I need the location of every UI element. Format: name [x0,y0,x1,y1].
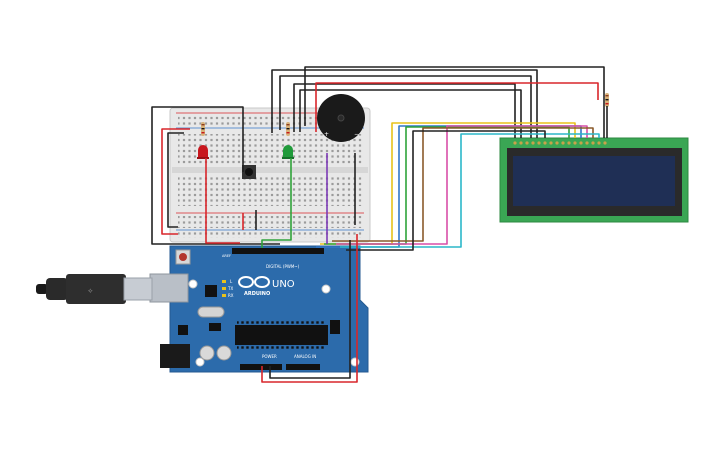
arduino-logo [238,276,270,288]
analog-in-label: ANALOG IN [294,354,316,359]
red-led [197,145,209,159]
wire-black-5 [299,89,522,138]
arduino-uno: L TX RX ARDUINO UNO DIGITAL (PWM~) AREF … [149,245,369,373]
power-jack [160,344,190,368]
wire-green-led [261,158,292,248]
wire-black-lcd [346,130,546,251]
wire-red-left [161,128,190,235]
wire-black-left2 [167,132,184,228]
breadboard [169,107,371,243]
resistor-2 [286,122,290,136]
lcd-module [499,137,689,223]
power-label: POWER [262,354,277,359]
wire-red-5v [261,234,358,383]
atmega-chip [235,325,328,345]
usb-cable: ⟡ [36,274,153,304]
l-label: L [230,279,233,284]
wire-black-left [151,106,280,245]
buzzer-plus-label: + [324,131,329,138]
digital-pwm-label: DIGITAL (PWM~) [266,264,300,269]
tx-label: TX [227,286,233,291]
lcd-screen [513,156,675,206]
green-led [282,145,294,159]
uno-model-text: UNO [272,279,295,290]
piezo-buzzer: + − [317,94,365,142]
wire-red-top [315,82,599,132]
wire-black-4 [293,83,516,138]
wire-red-led [205,158,240,244]
arduino-logo-text: ARDUINO [244,291,270,297]
wires [151,66,608,383]
aref-label: AREF [222,254,231,258]
buzzer-minus-label: − [354,131,359,138]
wire-pink [336,125,588,245]
wire-black-1 [271,69,538,138]
svg-text:⟡: ⟡ [88,287,93,295]
usb-port [149,273,189,303]
resistor-3 [605,93,609,107]
reset-button [179,253,187,261]
wire-cyan [340,133,600,248]
wire-black-3 [279,75,532,138]
wire-black-2 [304,66,605,138]
pushbutton [242,165,256,179]
wire-brown [332,127,594,242]
resistor-1 [201,122,205,136]
rx-label: RX [228,293,234,298]
lcd-pin-header [513,141,607,145]
wire-black-gnd [269,240,351,379]
